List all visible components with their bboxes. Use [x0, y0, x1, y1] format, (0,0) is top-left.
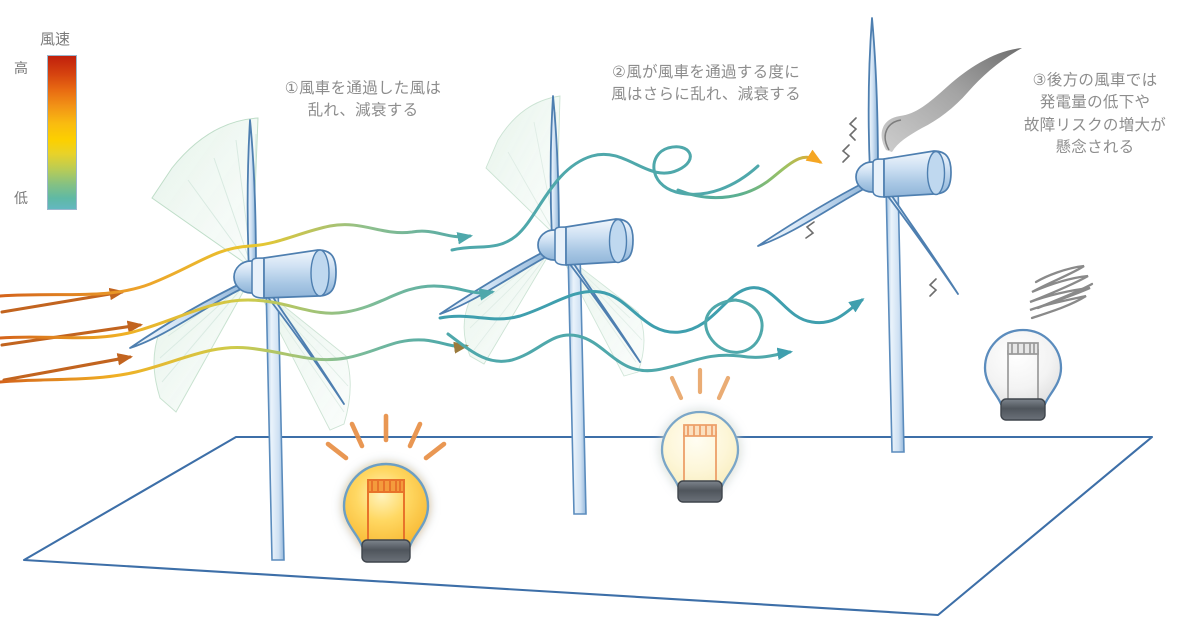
- legend-high-label: 高: [14, 60, 28, 76]
- bulb-2-rays: [669, 367, 731, 401]
- ground-plane: [22, 435, 1154, 617]
- inflow-arrow-1: [0, 287, 126, 314]
- turbine-2-wake-cone: [485, 95, 561, 238]
- turbine-3-vibration-marks: [805, 117, 938, 297]
- flow-line-1: [0, 223, 474, 298]
- bulb-3-glass: [983, 328, 1063, 406]
- flow-line-loop-lower: [704, 298, 764, 354]
- annotation-3-text: ③後方の風車では 発電量の低下や 故障リスクの増大が 懸念される: [1023, 72, 1167, 157]
- bulb-1-socket: [361, 539, 411, 563]
- wind-flow-lines-stage1: [0, 223, 496, 384]
- legend-title: 風速: [40, 31, 71, 48]
- annotation-1-text: ①風車を通過した風は 乱れ、減衰する: [284, 80, 442, 120]
- inflow-arrow-3: [2, 353, 134, 382]
- bulb-3-smoke-scribble: [1029, 264, 1094, 320]
- bulb-1-glass: [342, 462, 430, 548]
- wind-speed-colorbar: [47, 55, 77, 210]
- inflow-arrows: [0, 287, 144, 382]
- flow-line-turbulent-lower: [446, 332, 794, 373]
- bulb-1: [325, 413, 447, 563]
- legend-low-label: 低: [14, 190, 28, 206]
- bulb-2: [660, 367, 740, 503]
- flow-line-turbulent-upper: [450, 145, 760, 252]
- bulb-2-filament: [683, 424, 717, 482]
- turbine-2-blades: [439, 95, 641, 363]
- turbine-3: [757, 17, 1022, 453]
- bulb-2-socket: [677, 480, 723, 503]
- turbine-3-blades: [757, 17, 959, 295]
- bulb-3: [983, 264, 1094, 421]
- turbine-3-smoke-plume: [881, 48, 1022, 152]
- inflow-arrow-2: [0, 320, 144, 347]
- bulb-1-rays: [325, 413, 447, 461]
- bulb-3-socket: [1000, 398, 1046, 421]
- turbine-1-blades: [129, 119, 345, 405]
- flow-line-3: [0, 338, 469, 384]
- flow-line-loop-arrow: [676, 149, 823, 200]
- flow-line-2: [0, 284, 496, 340]
- bulb-2-glass: [660, 410, 740, 488]
- turbine-1: [129, 117, 351, 561]
- wind-flow-lines-stage2: [438, 145, 865, 373]
- bulb-3-filament: [1007, 342, 1039, 400]
- flow-line-turbulent-mid: [438, 286, 865, 334]
- bulb-1-filament: [367, 479, 405, 540]
- annotation-2-text: ②風が風車を通過する度に 風はさらに乱れ、減衰する: [611, 64, 801, 104]
- turbine-1-wake-cone-lower: [153, 274, 254, 413]
